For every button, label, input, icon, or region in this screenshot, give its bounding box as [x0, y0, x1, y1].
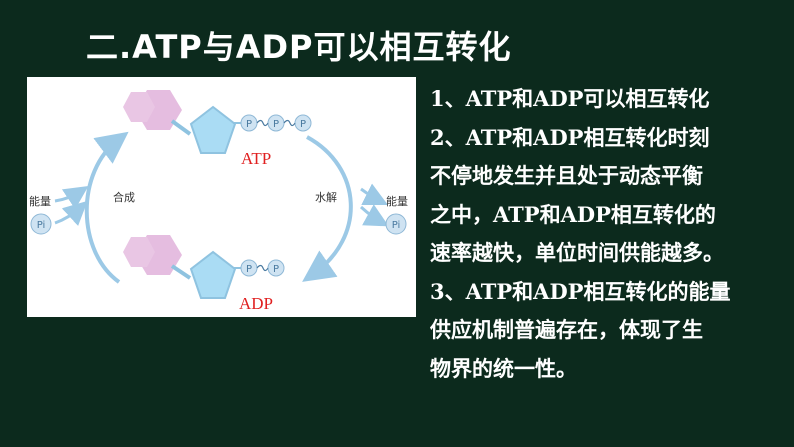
energy-input-arrow [54, 186, 89, 210]
atp-ribose-shape [189, 105, 237, 154]
atp-molecule: P P P ATP [123, 90, 312, 168]
point-line-2: 2、ATP和ADP相互转化时刻 [430, 124, 710, 150]
atp-base-shape-2 [123, 92, 155, 122]
point-line-7: 供应机制普遍存在，体现了生 [430, 317, 703, 342]
pi-output-circle [385, 213, 407, 235]
adp-base-shape-2 [123, 237, 155, 267]
pi-output-label: Pi [392, 220, 401, 231]
atp-p1-label: P [246, 119, 252, 130]
energy-input-label: 能量 [29, 194, 51, 208]
adp-link [170, 264, 192, 280]
hydrolysis-label: 水解 [315, 190, 337, 204]
atp-label: ATP [241, 149, 271, 168]
key-points: 1、ATP和ADP可以相互转化 2、ATP和ADP相互转化时刻 不停地发生并且处… [430, 80, 790, 388]
atp-adp-cycle-diagram: P P P ATP P P ADP 合成 水解 能量 [27, 77, 416, 317]
pi-output-arrow [359, 204, 389, 227]
adp-p1-label: P [246, 264, 252, 275]
point-line-6: 3、ATP和ADP相互转化的能量 [430, 278, 731, 304]
adp-label: ADP [239, 294, 273, 313]
pi-input-label: Pi [37, 220, 46, 231]
atp-high-energy-bond-2 [283, 119, 296, 127]
pi-input-arrow [54, 200, 88, 226]
point-line-3: 不停地发生并且处于动态平衡 [430, 163, 703, 188]
atp-p3-label: P [300, 119, 306, 130]
adp-high-energy-bond [256, 264, 269, 272]
point-line-8: 物界的统一性。 [430, 355, 577, 381]
energy-output-label: 能量 [386, 194, 408, 208]
atp-high-energy-bond-1 [256, 119, 269, 127]
point-line-1: 1、ATP和ADP可以相互转化 [430, 86, 710, 111]
point-line-4: 之中，ATP和ADP相互转化的 [430, 201, 716, 227]
atp-link [170, 119, 192, 136]
adp-ribose-shape [189, 250, 237, 299]
atp-p2-label: P [273, 119, 279, 130]
point-line-5: 速率越快，单位时间供能越多。 [430, 240, 724, 265]
hydrolysis-arrow [302, 135, 353, 282]
synthesis-arrow [84, 131, 129, 284]
adp-molecule: P P ADP [123, 235, 285, 313]
adp-p2-label: P [273, 264, 279, 275]
energy-output-arrow [360, 183, 389, 206]
slide-title: 二.ATP与ADP可以相互转化 [86, 28, 512, 66]
pi-input-circle [30, 213, 52, 235]
synthesis-label: 合成 [113, 190, 135, 204]
